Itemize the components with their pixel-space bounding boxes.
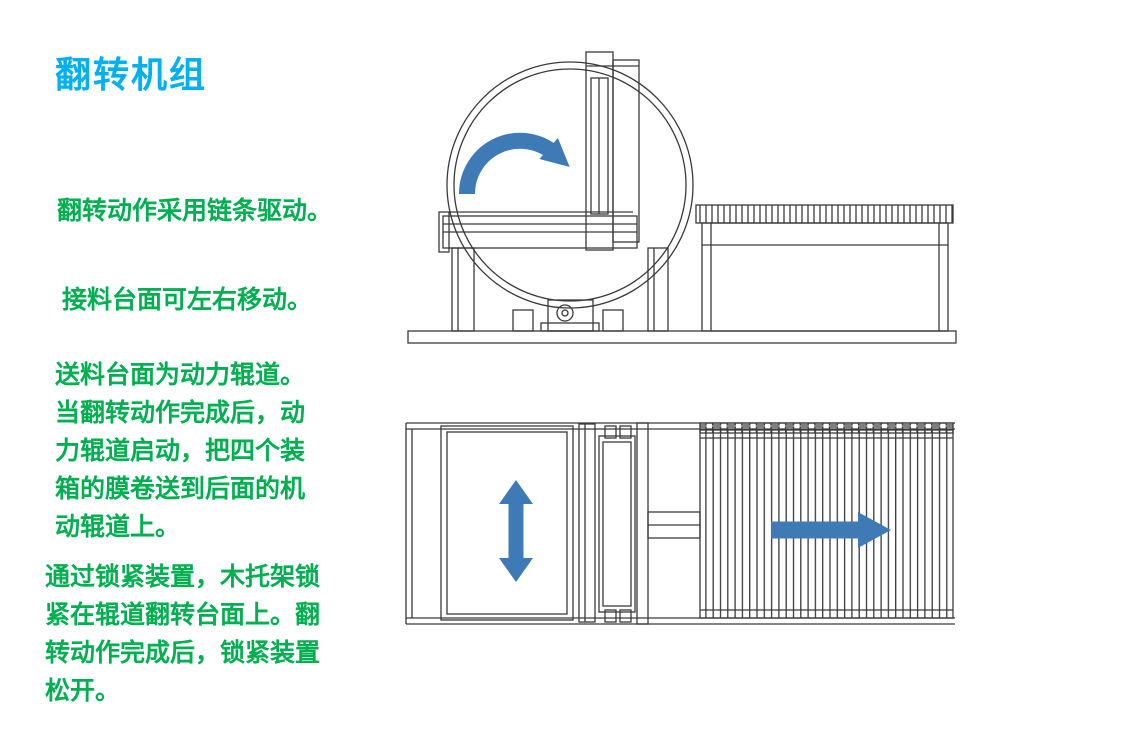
side-table <box>695 204 954 332</box>
vertical-mast <box>585 51 640 251</box>
base-frame <box>407 330 957 344</box>
page-title-text: 翻转机组 <box>55 54 208 95</box>
rotation-arrow-icon <box>458 132 570 195</box>
drive-motor <box>540 299 600 332</box>
note-locking-device: 通过锁紧装置，木托架锁 紧在辊道翻转台面上。翻 转动作完成后，锁紧装置 松开。 <box>45 563 321 705</box>
side-view-diagram <box>403 20 961 352</box>
receiving-platform <box>438 211 638 253</box>
page-title: 翻转机组 <box>55 46 207 98</box>
right-arrow-icon <box>771 512 891 548</box>
flip-ring <box>446 61 694 309</box>
note-powered-roller: 送料台面为动力辊道。 当翻转动作完成后，动 力辊道启动，把四个装 箱的膜卷送到后… <box>55 361 306 541</box>
center-rail-assembly <box>578 422 701 625</box>
up-down-arrow-icon <box>499 480 533 582</box>
support-columns <box>451 247 669 332</box>
top-view-diagram <box>403 416 961 634</box>
shift-table-panel <box>440 425 574 621</box>
note-chain-drive: 翻转动作采用链条驱动。 <box>57 197 333 225</box>
roller-conveyor <box>699 422 954 619</box>
note-table-movement: 接料台面可左右移动。 <box>62 286 313 314</box>
